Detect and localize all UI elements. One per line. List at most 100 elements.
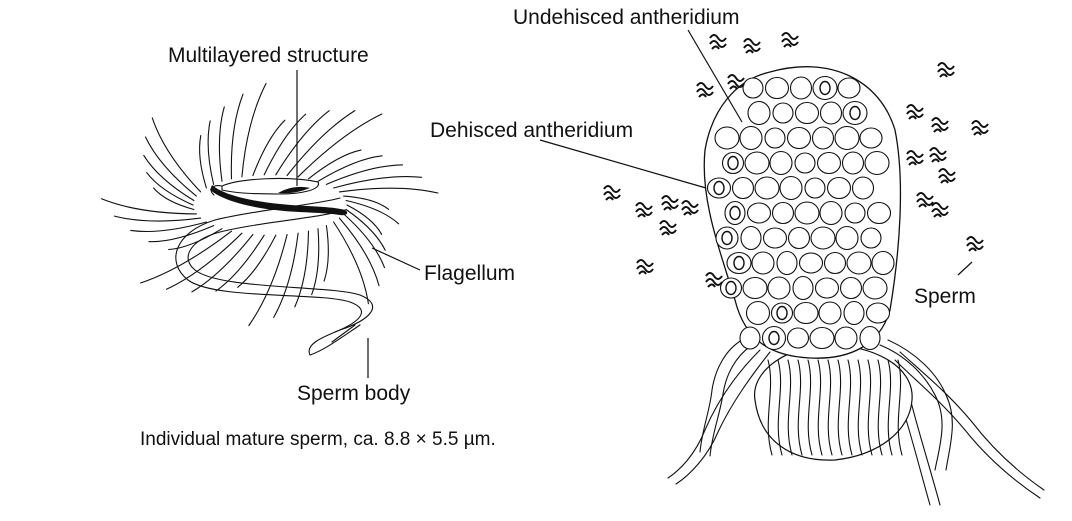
antheridium-cell bbox=[755, 177, 779, 199]
flagellum-strand bbox=[339, 218, 379, 286]
flagellum-strand bbox=[131, 222, 207, 231]
flagellum-leader bbox=[372, 248, 420, 270]
antheridium-cell bbox=[813, 127, 834, 149]
sperm-squiggle bbox=[744, 39, 760, 53]
sperm-squiggle bbox=[907, 151, 923, 165]
flagellum-strand bbox=[115, 216, 201, 221]
antheridium-cell bbox=[741, 227, 761, 250]
antheridium-pore bbox=[850, 107, 860, 120]
antheridium-cell bbox=[780, 177, 802, 200]
antheridium-cell bbox=[847, 252, 871, 274]
antheridium-cells bbox=[704, 67, 900, 358]
antheridium-cell bbox=[819, 302, 841, 324]
antheridium-cell bbox=[788, 328, 809, 348]
antheridium-pore bbox=[730, 207, 740, 220]
sperm-squiggle bbox=[907, 105, 923, 119]
sperm-squiggle bbox=[728, 75, 744, 89]
flagellum-strand bbox=[146, 137, 197, 196]
antheridium-cell bbox=[818, 153, 841, 174]
antheridium-cell bbox=[805, 178, 825, 198]
antheridium-cell bbox=[861, 228, 881, 248]
antheridium-pore bbox=[728, 157, 738, 170]
antheridium-cell bbox=[800, 253, 823, 273]
sperm-squiggle bbox=[782, 33, 798, 47]
antheridium-cell bbox=[841, 278, 862, 299]
sperm-label: Sperm bbox=[914, 285, 976, 308]
antheridium-cell bbox=[865, 152, 889, 175]
flagellum-strand bbox=[324, 226, 328, 282]
flagellum-strand bbox=[169, 229, 222, 250]
antheridium-cell bbox=[740, 327, 760, 349]
antheridium-cell bbox=[789, 228, 810, 249]
antheridium-cell bbox=[748, 102, 770, 125]
sperm-squiggle bbox=[939, 169, 955, 183]
flagellum-strand bbox=[346, 201, 399, 224]
antheridium-cell bbox=[821, 102, 842, 124]
antheridium-cell bbox=[740, 127, 762, 150]
sperm-squiggle bbox=[930, 148, 946, 162]
antheridium-pore bbox=[769, 332, 779, 345]
flagellum-strand bbox=[312, 229, 319, 295]
sperm-body-label: Sperm body bbox=[297, 382, 411, 405]
antheridium-cell bbox=[845, 203, 865, 223]
sperm-leader bbox=[958, 262, 972, 275]
antheridium-cell bbox=[715, 127, 739, 149]
antheridium-cell bbox=[752, 252, 774, 274]
sperm-squiggle bbox=[604, 186, 620, 200]
dehisced-antheridium-label: Dehisced antheridium bbox=[430, 119, 633, 142]
antheridium-cell bbox=[765, 128, 785, 148]
flagellum-strand bbox=[154, 188, 194, 210]
sperm-squiggle bbox=[967, 237, 983, 251]
antheridium-cell bbox=[773, 103, 793, 123]
flagellum-strand bbox=[298, 114, 382, 177]
antheridium-cell bbox=[745, 152, 769, 174]
antheridium-cell bbox=[868, 203, 891, 224]
flagellum-strand bbox=[264, 114, 306, 175]
antheridium-cell bbox=[733, 178, 754, 199]
flagellum-strand bbox=[200, 136, 207, 189]
antheridium-cell bbox=[820, 202, 842, 225]
antheridium-pore bbox=[714, 182, 724, 195]
antheridium-cell bbox=[795, 153, 815, 173]
antheridium-illustration: Undehisced antheridium Dehisced antherid… bbox=[430, 6, 1044, 505]
sperm-squiggle bbox=[682, 201, 698, 215]
antheridium-cell bbox=[860, 128, 882, 148]
antheridium-cell bbox=[795, 202, 819, 224]
antheridium-cell bbox=[853, 177, 874, 199]
sperm-squiggle bbox=[636, 203, 652, 217]
sperm-squiggle bbox=[932, 203, 948, 217]
antheridium-cell bbox=[770, 152, 792, 175]
sperm-squiggle bbox=[932, 118, 948, 132]
flagellum-label: Flagellum bbox=[424, 262, 515, 285]
flagellum-strand bbox=[152, 118, 200, 192]
antheridium-cell bbox=[843, 152, 864, 174]
antheridium-base bbox=[755, 345, 913, 460]
antheridium-cell bbox=[838, 78, 860, 98]
antheridium-pore bbox=[734, 257, 744, 270]
sperm-squiggle bbox=[938, 63, 954, 77]
undehisced-antheridium-label: Undehisced antheridium bbox=[513, 6, 739, 29]
dehisced-antheridium-leader bbox=[540, 140, 706, 188]
multilayered-structure-label: Multilayered structure bbox=[168, 44, 369, 67]
sperm-squiggle bbox=[972, 121, 988, 135]
antheridium-cell bbox=[796, 103, 819, 124]
antheridium-cell bbox=[793, 277, 813, 300]
antheridium-cell bbox=[748, 203, 771, 223]
antheridium-cell bbox=[867, 303, 890, 323]
antheridium-cell bbox=[835, 327, 857, 349]
sperm-squiggle bbox=[660, 221, 676, 235]
antheridium-cell bbox=[794, 303, 818, 324]
antheridium-cell bbox=[773, 203, 794, 224]
antheridium-cell bbox=[747, 302, 770, 325]
flagellum-strand bbox=[347, 205, 382, 234]
flagellum-strand bbox=[334, 177, 422, 188]
sperm-illustration: Multilayered structure Flagellum Sperm b… bbox=[102, 44, 516, 450]
flagellum-strand bbox=[231, 94, 243, 179]
sperm-squiggle bbox=[917, 193, 933, 207]
flagellum-strand bbox=[339, 188, 438, 193]
antheridium-cell bbox=[791, 77, 812, 99]
antheridium-cell bbox=[788, 128, 811, 149]
sperm-squiggle bbox=[706, 273, 722, 287]
flagellum-strand bbox=[208, 121, 214, 184]
